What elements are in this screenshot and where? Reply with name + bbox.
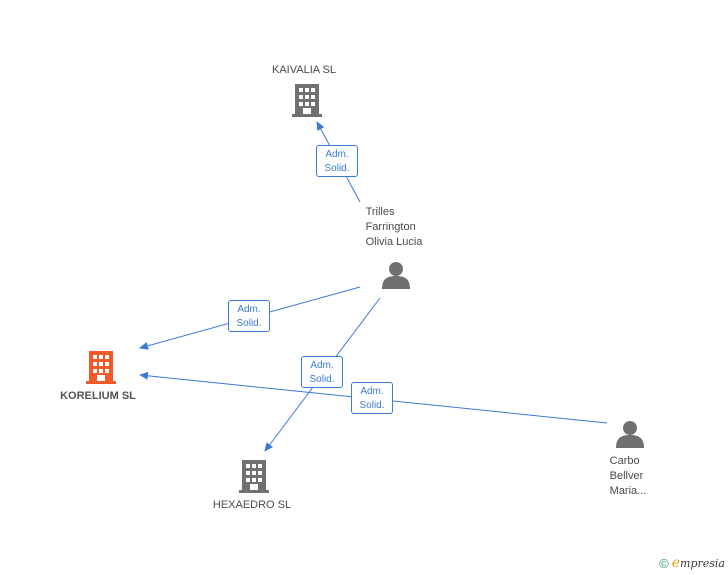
copyright-symbol: © [659, 555, 669, 571]
person-label-line: Olivia Lucia [365, 236, 423, 248]
edge-label-carbo-korelium[interactable]: Adm. Solid. [351, 382, 393, 414]
edge-label-line: Adm. [360, 386, 384, 397]
edge-label-line: Solid. [359, 400, 385, 411]
edge-label-line: Adm. [310, 360, 334, 371]
company-label-hexaedro[interactable]: HEXAEDRO SL [212, 499, 292, 511]
edge-label-line: Adm. [237, 304, 261, 315]
person-icon[interactable] [382, 262, 410, 289]
edge-label-line: Adm. [325, 149, 349, 160]
company-label-kaivalia[interactable]: KAIVALIA SL [271, 64, 337, 76]
person-label-carbo[interactable]: Carbo Bellver Maria... [610, 454, 647, 499]
brand-logo[interactable]: empresia [672, 555, 725, 571]
footer-brand: © empresia [659, 555, 725, 571]
brand-initial: e [671, 555, 681, 571]
person-label-line: Maria... [609, 485, 647, 497]
company-label-korelium[interactable]: KORELIUM SL [60, 390, 136, 402]
person-label-line: Carbo [609, 455, 640, 467]
person-label-line: Bellver [609, 470, 644, 482]
building-icon[interactable] [86, 351, 116, 384]
edge-label-line: Solid. [324, 163, 350, 174]
person-label-line: Farrington [365, 221, 416, 233]
person-label-line: Trilles [365, 206, 395, 218]
person-icon[interactable] [616, 421, 644, 448]
brand-name: mpresia [680, 557, 725, 570]
edge-label-trilles-korelium[interactable]: Adm. Solid. [228, 300, 270, 332]
edge-label-trilles-hexaedro[interactable]: Adm. Solid. [301, 356, 343, 388]
edge-label-line: Solid. [236, 318, 262, 329]
person-label-trilles[interactable]: Trilles Farrington Olivia Lucia [366, 205, 423, 250]
building-icon[interactable] [239, 460, 269, 493]
edge-label-trilles-kaivalia[interactable]: Adm. Solid. [316, 145, 358, 177]
edge-label-line: Solid. [309, 374, 335, 385]
building-icon[interactable] [292, 84, 322, 117]
